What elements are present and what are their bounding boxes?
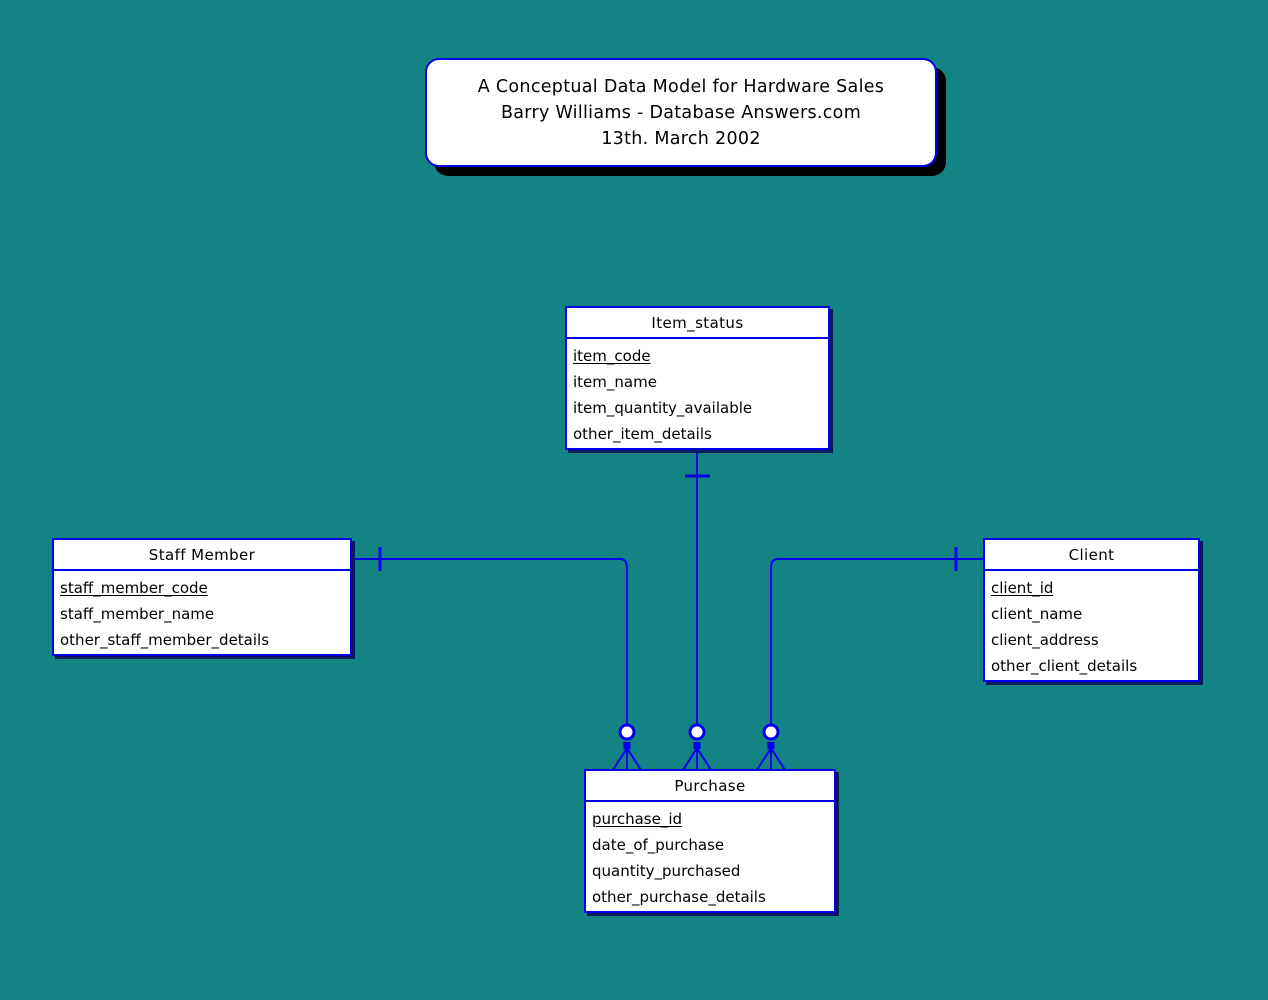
entity-client-attributes: client_id client_name client_address oth… <box>985 571 1198 685</box>
attribute-item-name: item_name <box>573 373 657 391</box>
entity-purchase-title: Purchase <box>586 771 834 802</box>
entity-purchase[interactable]: Purchase purchase_id date_of_purchase qu… <box>584 769 836 913</box>
diagram-title-line-1: A Conceptual Data Model for Hardware Sal… <box>477 76 885 97</box>
entity-item-status-title: Item_status <box>567 308 828 339</box>
crows-foot-staff-purchase <box>612 742 642 771</box>
attribute-client-address: client_address <box>991 631 1099 649</box>
attribute-other-client-details: other_client_details <box>991 657 1138 675</box>
attribute-client-name: client_name <box>991 605 1083 623</box>
entity-client[interactable]: Client client_id client_name client_addr… <box>983 538 1200 682</box>
entity-item-status-attributes: item_code item_name item_quantity_availa… <box>567 339 828 453</box>
attribute-other-purchase-details: other_purchase_details <box>592 888 766 906</box>
attribute-quantity-purchased: quantity_purchased <box>592 862 741 880</box>
diagram-title-line-3: 13th. March 2002 <box>601 128 761 149</box>
attribute-client-id: client_id <box>991 579 1054 597</box>
entity-staff-member-attributes: staff_member_code staff_member_name othe… <box>54 571 350 659</box>
diagram-title-line-2: Barry Williams - Database Answers.com <box>500 102 862 123</box>
attribute-staff-member-name: staff_member_name <box>60 605 215 623</box>
cardinality-zero-circle-staff-purchase <box>618 723 636 741</box>
attribute-other-staff-member-details: other_staff_member_details <box>60 631 270 649</box>
attribute-item-code: item_code <box>573 347 651 365</box>
attribute-item-quantity-available: item_quantity_available <box>573 399 753 417</box>
entity-purchase-attributes: purchase_id date_of_purchase quantity_pu… <box>586 802 834 916</box>
entity-client-title: Client <box>985 540 1198 571</box>
attribute-date-of-purchase: date_of_purchase <box>592 836 725 854</box>
crows-foot-client-purchase <box>756 742 786 771</box>
cardinality-zero-circle-client-purchase <box>762 723 780 741</box>
relationship-staff-member-purchase <box>352 547 642 771</box>
entity-staff-member-title: Staff Member <box>54 540 350 571</box>
attribute-other-item-details: other_item_details <box>573 425 712 443</box>
entity-item-status[interactable]: Item_status item_code item_name item_qua… <box>565 306 830 450</box>
attribute-staff-member-code: staff_member_code <box>60 579 208 597</box>
attribute-purchase-id: purchase_id <box>592 810 683 828</box>
entity-staff-member[interactable]: Staff Member staff_member_code staff_mem… <box>52 538 352 656</box>
relationship-client-purchase <box>756 547 983 771</box>
diagram-title-card: A Conceptual Data Model for Hardware Sal… <box>425 58 937 167</box>
cardinality-zero-circle-item-purchase <box>688 723 706 741</box>
relationship-item-status-purchase <box>682 450 712 771</box>
crows-foot-item-purchase <box>682 742 712 771</box>
